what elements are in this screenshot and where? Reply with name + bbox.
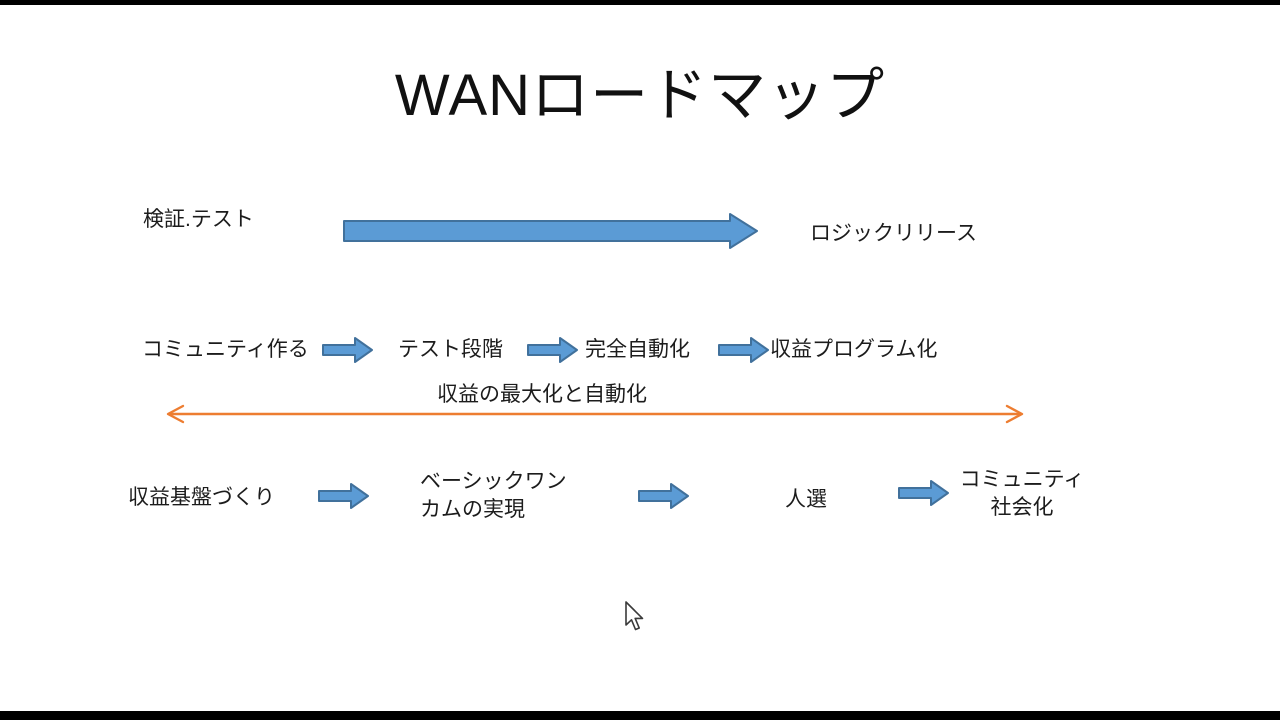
row3-step3-label: 人選 [785,488,827,511]
row3-step2-label: ベーシックワン カムの実現 [420,470,567,521]
row2-step3-label: 完全自動化 [585,338,690,361]
right-block-arrow-icon [898,480,949,506]
mouse-cursor-icon [625,601,644,631]
long-right-block-arrow-icon [343,213,758,249]
row1-end-label: ロジックリリース [810,222,977,245]
right-block-arrow-icon [322,337,373,363]
right-block-arrow-icon [638,483,689,509]
right-block-arrow-icon [718,337,769,363]
row2-step1-label: コミュニティ作る [142,338,309,361]
letterbox-top-bar [0,0,1280,5]
right-block-arrow-icon [527,337,578,363]
row2-step4-label: 収益プログラム化 [770,338,938,361]
row2-step2-label: テスト段階 [398,338,503,361]
row3-step4-label: コミュニティ 社会化 [959,468,1085,519]
row1-start-label: 検証.テスト [143,208,254,231]
double-headed-arrow-icon [166,404,1024,424]
span-label: 収益の最大化と自動化 [437,383,647,406]
letterbox-bottom-bar [0,711,1280,720]
row3-step1-label: 収益基盤づくり [128,486,275,509]
slide-title: WANロードマップ [394,63,886,128]
right-block-arrow-icon [318,483,369,509]
